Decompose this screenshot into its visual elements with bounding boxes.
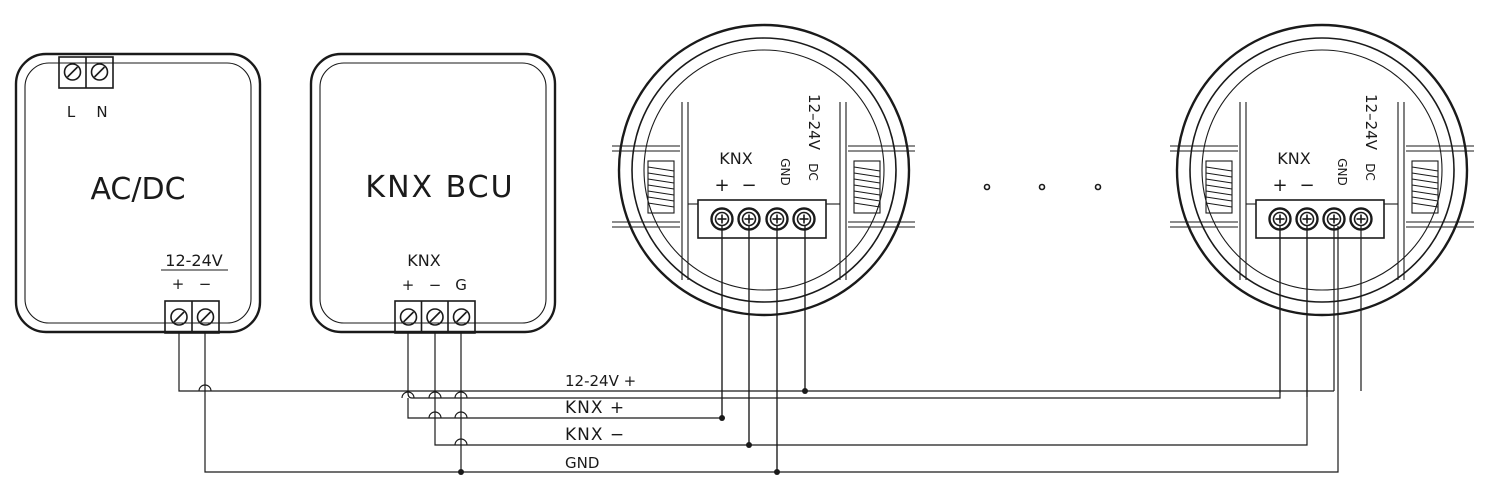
device1-minus-label: − <box>741 175 756 196</box>
device2-minus-label: − <box>1299 175 1314 196</box>
psu-mains-label-n: N <box>96 103 107 121</box>
device2-gnd-label: GND <box>1335 158 1349 186</box>
bcu-term-minus: − <box>429 276 442 294</box>
bcu-module: KNX BCU KNX + − G <box>309 52 557 334</box>
spring-clip-right <box>853 160 881 214</box>
junction-dot <box>774 469 780 475</box>
bus-label-gnd: GND <box>565 454 599 472</box>
spring-clip-left <box>1205 160 1233 214</box>
device2-knx-label: KNX <box>1277 149 1310 168</box>
junction-dot <box>802 388 808 394</box>
spring-clip-right <box>1411 160 1439 214</box>
junction-dot <box>746 442 752 448</box>
psu-output-minus: − <box>199 275 212 293</box>
device1-plus-label: + <box>714 175 729 196</box>
psu-output-terminals <box>164 300 220 334</box>
psu-output-plus: + <box>172 275 185 293</box>
psu-mains-label-l: L <box>67 103 76 121</box>
spring-clip-left <box>647 160 675 214</box>
junction-dot <box>458 469 464 475</box>
wire-crossover <box>428 391 442 399</box>
wire-crossover <box>454 438 468 446</box>
device2-voltage-label: 12–24V <box>1362 94 1380 151</box>
bcu-term-g: G <box>455 276 467 294</box>
wire-crossover <box>454 391 468 399</box>
bcu-title: KNX BCU <box>365 170 514 205</box>
wire-knx-plus <box>407 226 1281 419</box>
round-device-1: KNX + − GND DC 12–24V <box>612 23 915 317</box>
wire-crossover <box>454 411 468 419</box>
psu-output-label: 12-24V <box>165 251 222 270</box>
round-device-2: KNX + − GND DC 12–24V <box>1170 23 1474 317</box>
bcu-bus-label: KNX <box>407 251 440 270</box>
psu-mains-terminals <box>58 56 114 89</box>
bcu-bus-terminals <box>394 300 476 334</box>
junction-dot <box>719 415 725 421</box>
wire-gnd <box>204 226 1339 473</box>
bus-label-knx-plus: KNX + <box>565 398 625 418</box>
device2-terminal-row <box>1268 207 1373 231</box>
device2-plus-label: + <box>1272 175 1287 196</box>
omitted-devices-ellipsis <box>983 183 1102 191</box>
wire-crossover <box>401 391 415 399</box>
device1-gnd-label: GND <box>778 158 792 186</box>
wire-dc-plus <box>178 226 1334 392</box>
wire-crossover <box>428 411 442 419</box>
bus-label-knx-minus: KNX − <box>565 425 625 445</box>
psu-title: AC/DC <box>90 172 185 207</box>
device1-knx-label: KNX <box>719 149 752 168</box>
bus-wiring: 12-24V + KNX + KNX − GND <box>178 226 1362 475</box>
device1-terminal-row <box>710 207 816 231</box>
bus-label-dc: 12-24V + <box>565 372 636 390</box>
wire-crossover <box>198 384 212 392</box>
psu-module: L N AC/DC 12-24V + − <box>14 52 262 334</box>
bcu-term-plus: + <box>402 276 415 294</box>
device2-dc-label: DC <box>1363 163 1377 181</box>
device1-dc-label: DC <box>806 163 820 181</box>
device1-voltage-label: 12–24V <box>805 94 823 151</box>
